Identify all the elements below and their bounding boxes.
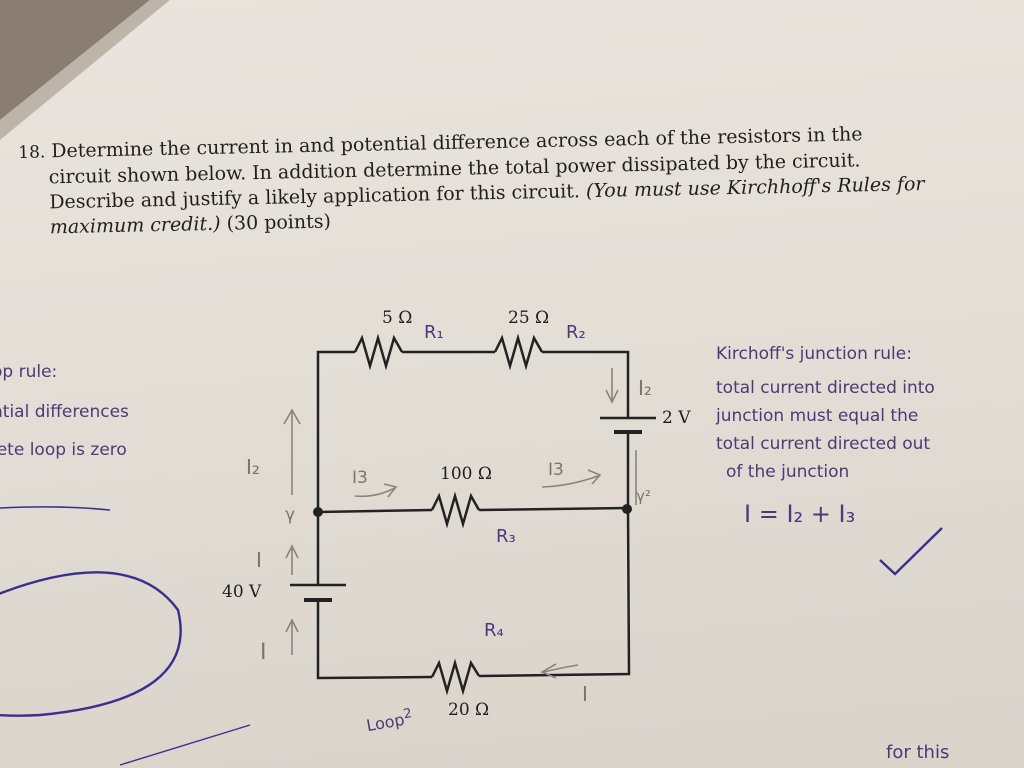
rule-line-1: total current directed into [716,378,935,398]
stray-ink-line-bottom [119,724,251,766]
rule-title: Kirchoff's junction rule: [716,344,912,364]
wire-bottom-right [478,509,631,678]
r2-handwritten-label: R₂ [566,322,586,343]
stray-ink-line [0,506,111,511]
rule-line-3: total current directed out [716,434,931,454]
r3-value: 100 Ω [440,464,492,484]
r3-handwritten-label: R₃ [496,526,516,547]
loop-circle-drawing [0,571,182,717]
battery-40v-label: 40 V [222,582,262,602]
wire-middle-left [317,508,433,514]
wire-middle-right [478,506,629,512]
resistor-r2 [493,333,544,371]
pencil-arrow-i3-right [541,469,602,488]
resistor-r1 [353,333,404,371]
i-label-bottom: I [582,682,588,706]
left-note-line-3: lete loop is zero [0,440,127,460]
wire-top-right [542,350,630,418]
wire-left-top [316,350,355,512]
i2-label-left: I₂ [246,455,260,479]
pencil-arrow-i-lower [285,618,299,655]
pencil-arrow-i3-left [354,483,398,498]
node-label-left: γ [285,505,296,525]
wire-bottom-left [316,600,433,680]
pencil-arrow-bottom [540,663,579,679]
rule-line-4: of the junction [726,462,850,482]
i-label-left-lower: I [260,640,267,665]
i2-label-right: I₂ [638,376,652,400]
battery-2v-label: 2 V [662,408,691,428]
left-note-line-2: ntial differences [0,402,129,422]
pencil-arrow-i-left [285,544,299,575]
pencil-arrow-i2-right [605,368,619,404]
i-label-left-upper: I [256,548,262,572]
paper-edge [0,0,170,140]
node-label-right: γ² [636,487,651,505]
r4-handwritten-label: R₄ [484,620,504,641]
r1-value: 5 Ω [382,308,413,328]
r1-handwritten-label: R₁ [424,322,444,343]
r2-value: 25 Ω [508,308,550,328]
rule-line-2: junction must equal the [716,406,919,426]
i3-label-right: I3 [548,460,564,480]
check-mark [879,527,943,576]
rule-equation: I = I₂ + I₃ [744,500,856,528]
resistor-r3 [430,491,481,529]
i3-label-left: I3 [352,468,368,488]
junction-right [622,504,632,514]
pencil-arrow-i2-left [283,408,301,495]
left-note-line-1: op rule: [0,362,58,382]
bottom-note: for this [886,742,950,763]
r4-value: 20 Ω [448,700,490,720]
resistor-r4 [430,658,481,696]
